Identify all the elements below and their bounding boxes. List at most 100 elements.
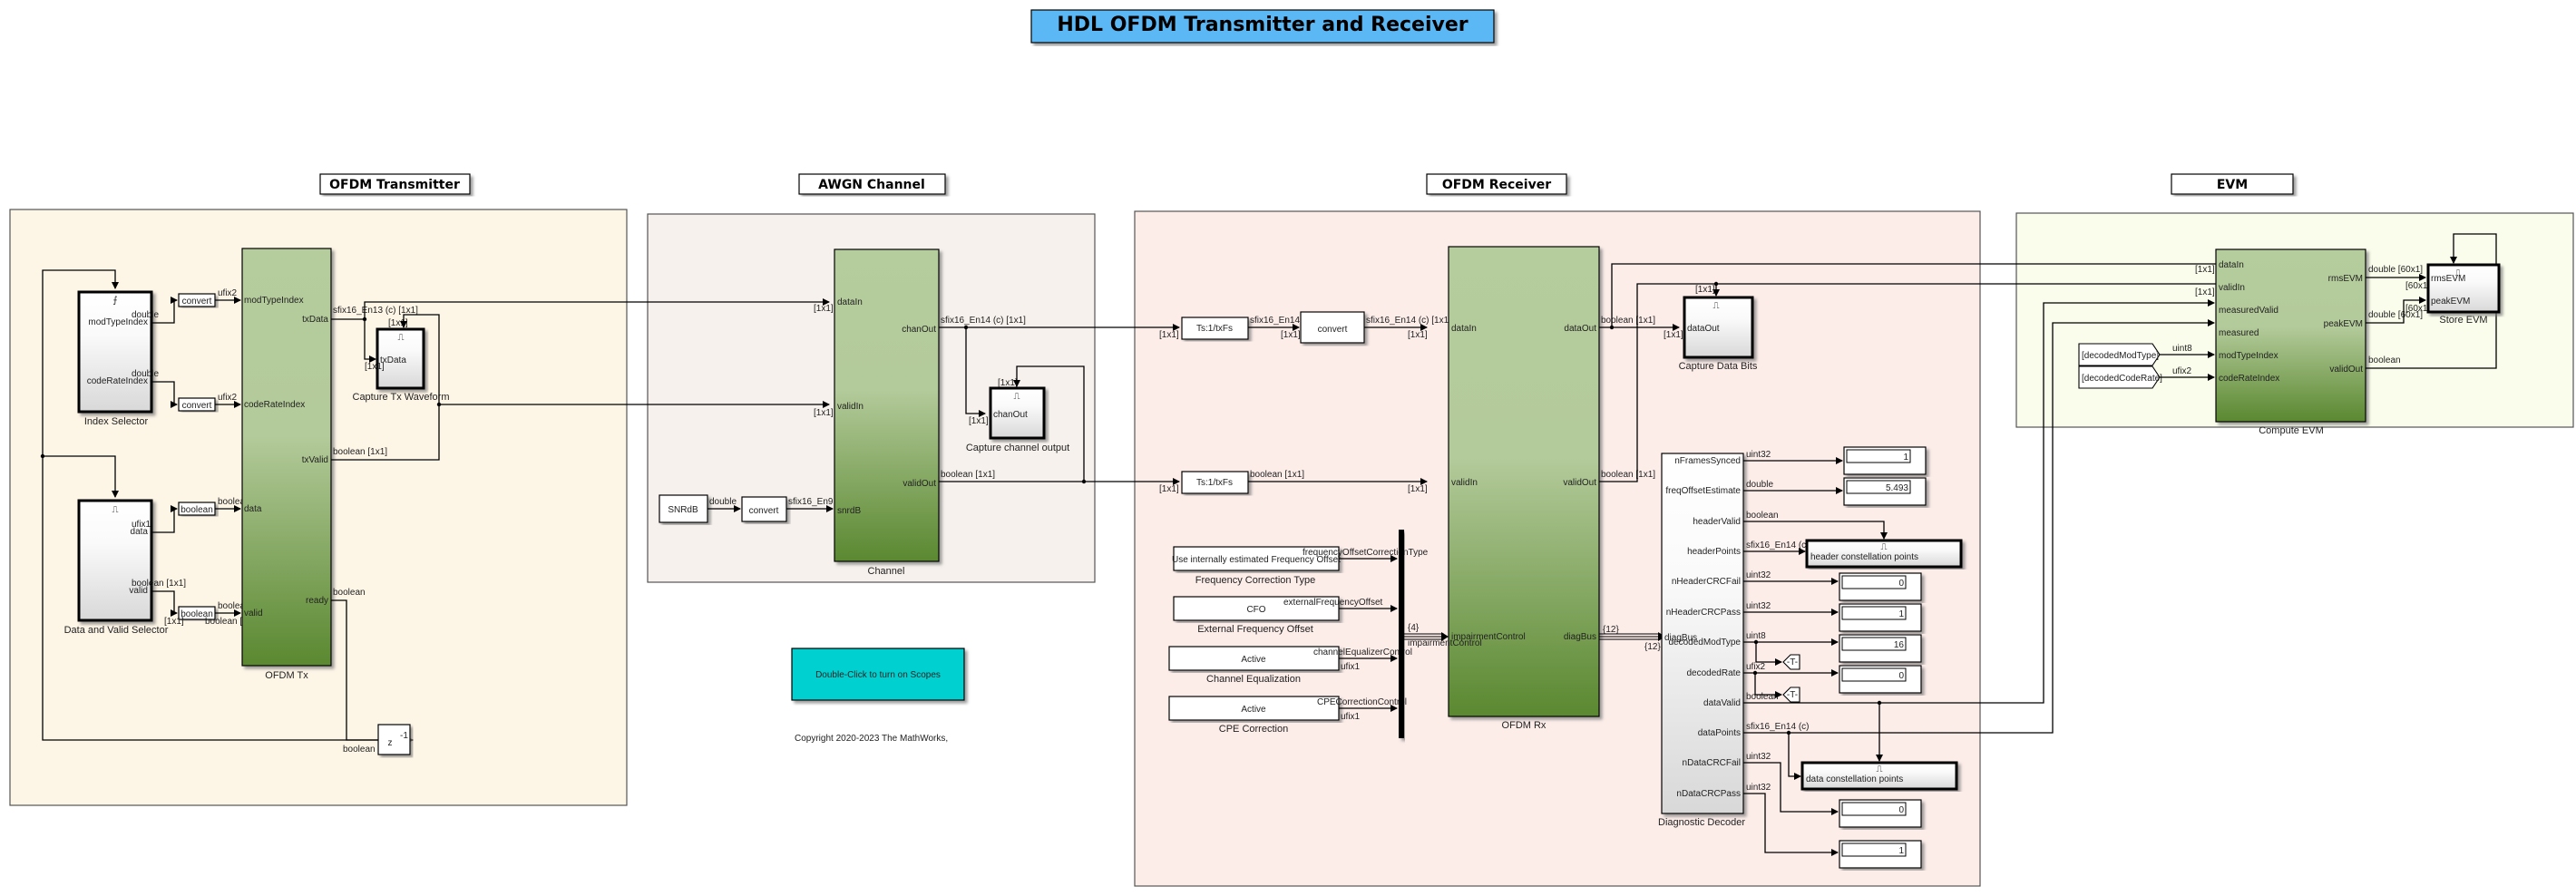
signal-label: [1x1] xyxy=(2195,287,2215,297)
signal-label: double [60x1] xyxy=(2368,310,2423,320)
signal-label: boolean xyxy=(2368,355,2401,365)
signal-label: [1x1] xyxy=(365,362,385,372)
channel-subsystem[interactable]: dataIn validIn snrdB chanOut validOut Ch… xyxy=(834,248,940,577)
display-nHeaderCRCPass[interactable]: 1 xyxy=(1839,603,1922,632)
signal-label: sfix16_En14 (c) [1x1] xyxy=(1250,316,1335,326)
block-name: CPE Correction xyxy=(1219,724,1288,735)
boolean-convert-data[interactable]: boolean xyxy=(178,502,216,516)
rate-transition-valid[interactable]: Ts:1/txFs xyxy=(1181,471,1249,494)
block-text: convert xyxy=(749,506,779,516)
port-label: peakEVM xyxy=(2324,319,2363,329)
signal-label: boolean [1x1] xyxy=(941,470,995,480)
block-text: Use internally estimated Frequency Offse… xyxy=(1172,555,1341,565)
signal-label: sfix16_En14 (c) xyxy=(1746,722,1809,732)
copyright-text: Copyright 2020-2023 The MathWorks, xyxy=(795,734,948,744)
block-name: Channel xyxy=(868,566,905,577)
compute-evm-subsystem[interactable]: dataInvalidInmeasuredValidmeasuredmodTyp… xyxy=(2215,248,2366,436)
display-value: 16 xyxy=(1894,640,1905,650)
trigger-icon: ⎍ xyxy=(1713,301,1720,311)
block-text: Ts:1/txFs xyxy=(1196,478,1233,488)
display-nFramesSynced[interactable]: 1 xyxy=(1843,446,1927,475)
display-value: 0 xyxy=(1898,579,1904,589)
display-value: 5.493 xyxy=(1886,483,1908,493)
display-value: 1 xyxy=(1903,453,1908,463)
signal-label: uint32 xyxy=(1746,783,1771,793)
block-name: Channel Equalization xyxy=(1206,674,1301,685)
display-freqOffsetEstimate[interactable]: 5.493 xyxy=(1843,477,1927,506)
rate-transition-data[interactable]: Ts:1/txFs xyxy=(1181,317,1249,340)
goto-tag-rate[interactable]: -T- xyxy=(1782,687,1800,703)
ofdm-rx-subsystem[interactable]: dataIn validIn impairmentControl dataOut… xyxy=(1448,246,1600,731)
display-nDataCRCPass[interactable]: 1 xyxy=(1839,840,1922,869)
store-evm-scope[interactable]: ⎍ rmsEVM peakEVM Store EVM xyxy=(2426,263,2501,326)
area-label-evm: EVM xyxy=(2217,178,2248,192)
signal-label: ufix2 xyxy=(1746,662,1766,672)
port-label: modTypeIndex xyxy=(2219,351,2278,361)
block-name: OFDM Rx xyxy=(1502,720,1547,731)
signal-label: [1x1] xyxy=(1159,484,1179,494)
port-label: diagBus xyxy=(1664,633,1697,643)
ofdm-tx-subsystem[interactable]: modTypeIndex codeRateIndex data valid tx… xyxy=(241,248,332,681)
signal-label: ufix2 xyxy=(218,393,238,403)
channel-equalization-block[interactable]: Active Channel Equalization xyxy=(1168,646,1340,685)
capture-channel-output-scope[interactable]: ⎍ chanOut Capture channel output xyxy=(966,386,1069,453)
data-constellation-scope[interactable]: ⎍ data constellation points xyxy=(1800,761,1958,791)
signal-label: [1x1] xyxy=(1664,330,1683,340)
index-selector-block[interactable]: ⨍ modTypeIndex codeRateIndex Index Selec… xyxy=(77,290,153,427)
port-label: txValid xyxy=(302,455,328,465)
from-tag-decoded-coderate[interactable]: [decodedCodeRate] xyxy=(2078,365,2162,389)
block-text: Ts:1/txFs xyxy=(1196,324,1233,334)
display-decodedModType[interactable]: 16 xyxy=(1839,634,1922,663)
signal-label: ufix1 xyxy=(1341,712,1361,722)
block-text: -1 xyxy=(400,731,408,741)
convert-block-mod[interactable]: convert xyxy=(178,293,216,307)
snrdb-constant-block[interactable]: SNRdB xyxy=(659,494,708,523)
turn-on-scopes-button[interactable]: Double-Click to turn on Scopes xyxy=(791,648,965,701)
signal-label: uint8 xyxy=(2172,344,2192,354)
unit-delay-block[interactable]: z -1 xyxy=(377,724,411,755)
signal-label: [1x1] xyxy=(998,378,1018,388)
data-valid-selector-block[interactable]: ⎍ data valid Data and Valid Selector xyxy=(64,499,169,636)
cpe-correction-block[interactable]: Active CPE Correction xyxy=(1168,696,1340,735)
signal-label: {12} xyxy=(1644,642,1661,652)
block-text: SNRdB xyxy=(668,505,698,515)
capture-data-bits-scope[interactable]: ⎍ dataOut Capture Data Bits xyxy=(1679,296,1758,372)
trigger-icon: ⎍ xyxy=(1877,765,1883,774)
capture-tx-waveform-scope[interactable]: ⎍ txData Capture Tx Waveform xyxy=(353,327,450,403)
port-label: codeRateIndex xyxy=(2219,374,2279,384)
display-value: 1 xyxy=(1898,609,1904,619)
signal-label: [1x1] xyxy=(1408,484,1428,494)
header-constellation-scope[interactable]: ⎍ header constellation points xyxy=(1805,539,1963,569)
convert-block-snr[interactable]: convert xyxy=(741,496,787,522)
display-decodedRate[interactable]: 0 xyxy=(1839,665,1922,694)
block-name: Compute EVM xyxy=(2259,425,2324,436)
signal-label: double xyxy=(132,369,159,379)
signal-label: double xyxy=(1746,480,1773,490)
signal-label: [1x1] xyxy=(1281,330,1301,340)
from-tag-decoded-modtype[interactable]: [decodedModType] xyxy=(2078,343,2161,366)
signal-label: {4} xyxy=(1408,623,1420,633)
port-label: nDataCRCPass xyxy=(1676,789,1741,799)
goto-tag-modtype[interactable]: -T- xyxy=(1782,654,1800,670)
bus-creator[interactable] xyxy=(1399,530,1404,738)
block-name: Capture Data Bits xyxy=(1679,361,1758,372)
display-nHeaderCRCFail[interactable]: 0 xyxy=(1839,572,1922,601)
signal-label: {12} xyxy=(1603,625,1619,635)
signal-label: uint32 xyxy=(1746,752,1771,762)
display-nDataCRCFail[interactable]: 0 xyxy=(1839,799,1922,828)
port-label: nFramesSynced xyxy=(1674,456,1741,466)
convert-block-rate[interactable]: convert xyxy=(178,397,216,412)
signal-label: boolean xyxy=(333,588,366,598)
convert-block-rx[interactable]: convert xyxy=(1300,311,1365,344)
port-label: measuredValid xyxy=(2219,306,2278,316)
port-label: data xyxy=(244,504,262,514)
diagnostic-decoder-block[interactable]: diagBus Diagnostic Decoder nFramesSynced… xyxy=(1658,453,1745,828)
port-label: modTypeIndex xyxy=(88,317,148,327)
signal-label: uint8 xyxy=(1746,631,1766,641)
port-label: diagBus xyxy=(1564,632,1596,642)
signal-label: [1x1] xyxy=(2195,265,2215,275)
block-name: Capture channel output xyxy=(966,443,1069,453)
frequency-correction-type-block[interactable]: Use internally estimated Frequency Offse… xyxy=(1172,546,1341,586)
port-label: decodedRate xyxy=(1687,668,1742,678)
